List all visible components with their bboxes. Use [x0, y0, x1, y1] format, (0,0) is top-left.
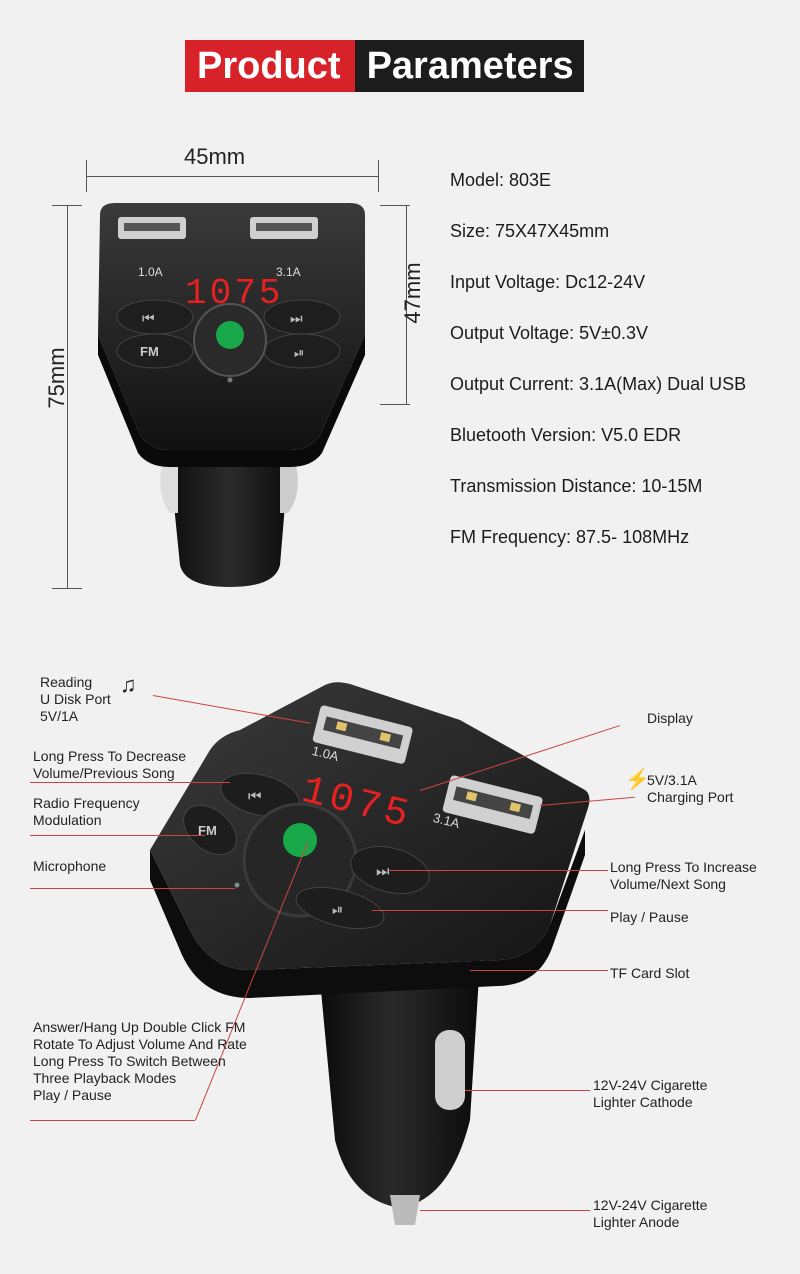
- leader-playpause: [372, 910, 608, 911]
- fm-button-b: [183, 804, 237, 856]
- svg-text:⏮: ⏮: [248, 788, 262, 805]
- callout-increase: Long Press To Increase Volume/Next Song: [610, 859, 757, 892]
- side-contact-right: [280, 465, 298, 513]
- dim-tick-bottom-right: [380, 404, 410, 405]
- port2-label: 3.1A: [276, 265, 301, 279]
- phone-icon-b: [283, 823, 317, 857]
- dim-tick-bottom: [52, 588, 82, 589]
- spec-bluetooth: Bluetooth Version: V5.0 EDR: [450, 425, 682, 445]
- callout-display: Display: [647, 710, 693, 726]
- svg-text:⏭: ⏭: [290, 310, 303, 326]
- prev-button: [116, 299, 194, 335]
- spec-size: Size: 75X47X45mm: [450, 221, 610, 241]
- dim-width-line: [86, 176, 378, 177]
- plug-body: [320, 960, 480, 1208]
- leader-answer-base: [30, 1120, 195, 1121]
- leader-decrease: [30, 782, 230, 783]
- fm-label: FM: [140, 344, 159, 359]
- device-front-view: 1075 ⏮ FM ⏭ ⏯: [98, 203, 365, 587]
- svg-text:⏯: ⏯: [294, 345, 304, 360]
- fm-label-b: FM: [198, 823, 217, 838]
- leader-cathode: [465, 1090, 590, 1091]
- port1-label: 1.0A: [138, 265, 163, 279]
- music-note-icon: ♫: [120, 672, 137, 697]
- dim-length-label: 75mm: [44, 347, 69, 409]
- fm-button: [116, 333, 194, 369]
- callout-anode: 12V-24V Cigarette Lighter Anode: [593, 1197, 708, 1230]
- spec-distance: Transmission Distance: 10-15M: [450, 476, 703, 496]
- spec-model: Model: 803E: [450, 170, 552, 190]
- spec-fm-frequency: FM Frequency: 87.5- 108MHz: [450, 527, 690, 547]
- dim-depth-line: [406, 205, 407, 404]
- device-perspective-view: 1075 ⏮ FM ⏭ ⏯: [150, 682, 590, 1225]
- title-banner: Product Parameters: [185, 40, 584, 92]
- callout-microphone: Microphone: [33, 858, 107, 874]
- svg-text:⏮: ⏮: [142, 310, 155, 326]
- spec-output-voltage: Output Voltage: 5V±0.3V: [450, 323, 649, 343]
- leader-radio: [30, 835, 205, 836]
- lightning-icon: ⚡: [625, 769, 650, 791]
- dim-tick-top-right: [380, 205, 410, 206]
- leader-tfcard: [470, 970, 608, 971]
- usb-port-left: [312, 705, 413, 764]
- dim-width-label: 45mm: [184, 144, 246, 169]
- spec-input-voltage: Input Voltage: Dc12-24V: [450, 272, 646, 292]
- callout-answer: Answer/Hang Up Double Click FM Rotate To…: [33, 1019, 247, 1103]
- microphone-hole-b: [234, 882, 240, 888]
- spec-output-current: Output Current: 3.1A(Max) Dual USB: [450, 374, 747, 394]
- dim-tick-right: [378, 160, 379, 192]
- callout-tfcard: TF Card Slot: [610, 965, 690, 981]
- cathode-contact: [435, 1030, 465, 1110]
- title-word-product: Product: [185, 40, 355, 92]
- callout-playpause: Play / Pause: [610, 909, 689, 925]
- phone-icon: [216, 321, 244, 349]
- microphone-hole: [227, 377, 233, 383]
- title-word-parameters: Parameters: [354, 40, 584, 92]
- anode-tip: [390, 1195, 420, 1225]
- dim-length-line: [67, 205, 68, 588]
- callout-radio: Radio Frequency Modulation: [33, 795, 140, 828]
- callout-cathode: 12V-24V Cigarette Lighter Cathode: [593, 1077, 708, 1110]
- svg-text:⏯: ⏯: [332, 901, 343, 917]
- side-contact-left: [160, 465, 178, 513]
- callout-decrease: Long Press To Decrease Volume/Previous S…: [33, 748, 187, 781]
- plug-shell: [168, 445, 290, 587]
- callout-charging: 5V/3.1A Charging Port: [647, 772, 734, 805]
- callout-reading: Reading U Disk Port 5V/1A: [40, 674, 111, 724]
- play-button-b: [295, 886, 385, 930]
- dim-depth-label: 47mm: [400, 262, 425, 324]
- usb-port-right: [442, 775, 543, 834]
- leader-increase: [390, 870, 608, 871]
- svg-text:⏭: ⏭: [376, 863, 390, 880]
- leader-microphone: [30, 888, 235, 889]
- leader-anode: [420, 1210, 590, 1211]
